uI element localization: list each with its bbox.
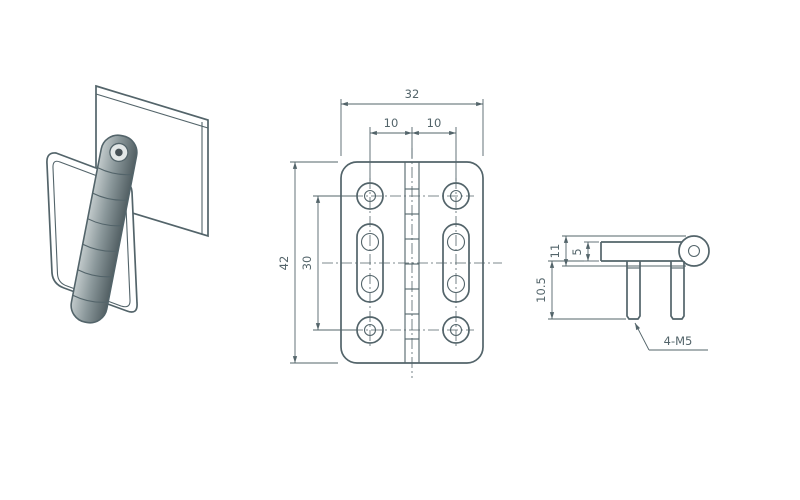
side-leaf-bar <box>600 235 710 267</box>
dimension-stud-length-10-5: 10.5 <box>534 260 626 320</box>
dimension-leaf-thickness-5: 5 <box>570 241 599 262</box>
dimension-hole-span-30: 30 <box>300 195 358 331</box>
dim-label-leaf-thickness: 5 <box>570 248 584 255</box>
center-slots <box>356 223 470 303</box>
side-view: 11 5 10.5 4-M5 <box>534 235 710 351</box>
dimension-total-height-11: 11 <box>548 235 686 267</box>
dim-label-hole-offset-left: 10 <box>384 116 399 130</box>
hinge-barrel <box>70 134 138 324</box>
dimension-width-32: 32 <box>340 87 484 156</box>
dimension-hole-offsets-10-10: 10 10 <box>369 116 457 181</box>
pin-circle <box>687 244 701 258</box>
dim-label-stud-length: 10.5 <box>534 277 548 303</box>
dim-label-width: 32 <box>405 87 420 101</box>
dim-label-height: 42 <box>277 256 291 271</box>
isometric-view <box>46 84 209 324</box>
dim-label-total-height: 11 <box>548 244 562 259</box>
thread-callout: 4-M5 <box>634 322 708 351</box>
knuckle-circle <box>678 235 710 267</box>
thread-callout-label: 4-M5 <box>664 334 693 348</box>
dim-label-hole-span: 30 <box>300 256 314 271</box>
dim-label-hole-offset-right: 10 <box>427 116 442 130</box>
dimension-height-42: 42 <box>277 161 338 364</box>
centerlines <box>322 148 502 378</box>
front-view: 32 10 10 42 30 <box>277 87 502 378</box>
pin-hole <box>115 148 123 157</box>
threaded-studs <box>626 261 685 320</box>
